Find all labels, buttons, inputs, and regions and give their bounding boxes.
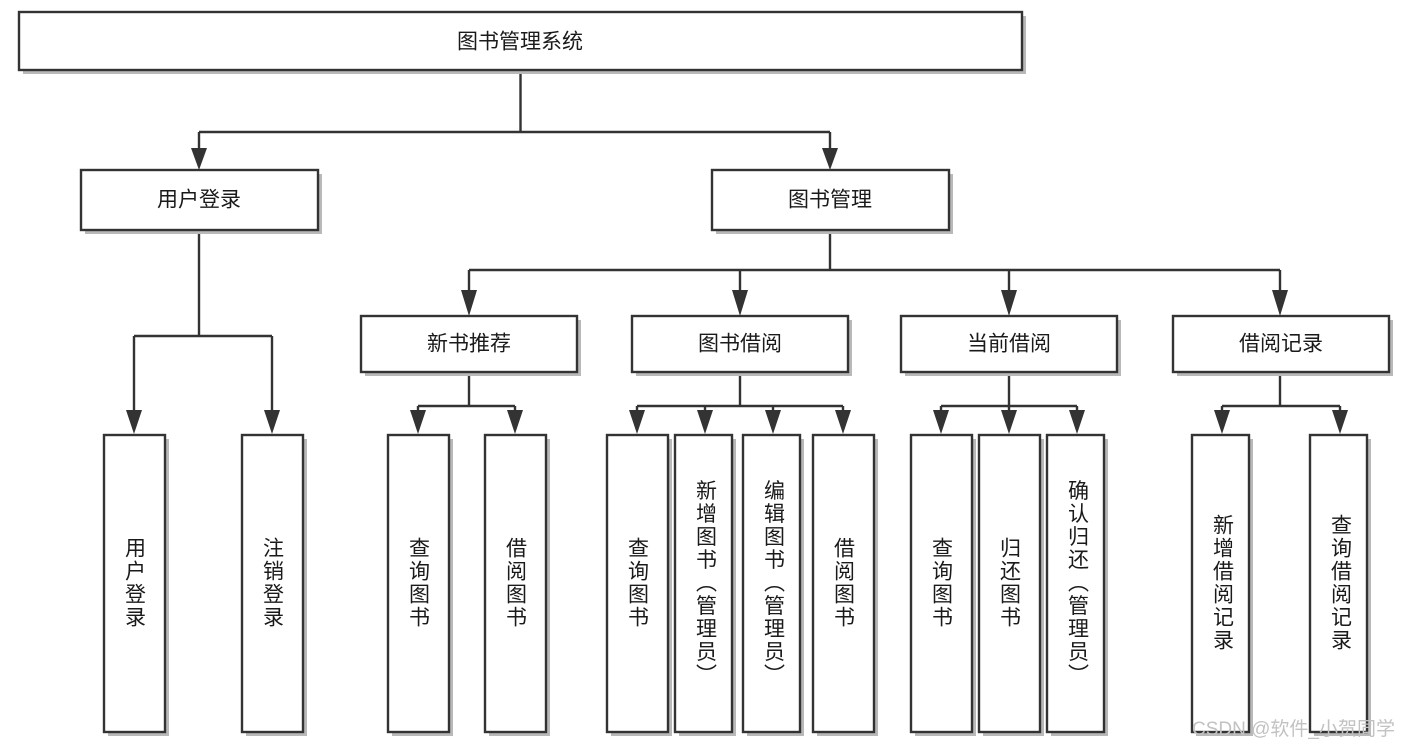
arrow-head-borrow-record <box>1272 290 1288 316</box>
arrow-head-leaf-query-book-2 <box>629 410 645 434</box>
node-leaf-user-login-label: 用户登录 <box>123 537 147 629</box>
node-leaf-query-book-1-box[interactable] <box>386 433 451 734</box>
node-leaf-return-book-label: 归还图书 <box>998 537 1022 629</box>
node-leaf-borrow-book-2-label: 借阅图书 <box>832 537 856 629</box>
node-user-login[interactable]: 用户登录 <box>79 168 322 234</box>
node-book-manage[interactable]: 图书管理 <box>710 168 953 234</box>
node-current-borrow[interactable]: 当前借阅 <box>899 314 1121 376</box>
node-leaf-borrow-book-1-label: 借阅图书 <box>504 537 528 629</box>
node-leaf-confirm-return[interactable]: 确认归还（管理员） <box>1045 433 1108 736</box>
node-new-book-rec-label: 新书推荐 <box>427 333 511 356</box>
node-user-login-box[interactable] <box>79 168 320 232</box>
node-root[interactable]: 图书管理系统 <box>17 10 1026 74</box>
arrow-head-leaf-add-record <box>1214 410 1230 434</box>
node-leaf-borrow-book-2-box[interactable] <box>811 433 876 734</box>
node-leaf-add-book[interactable]: 新增图书（管理员） <box>673 433 736 736</box>
arrow-head-leaf-confirm-return <box>1069 410 1085 434</box>
node-leaf-confirm-return-box[interactable] <box>1045 433 1106 734</box>
connector-layer <box>126 72 1348 434</box>
arrow-head-new-book-rec <box>461 290 477 316</box>
node-leaf-edit-book-label: 编辑图书（管理员） <box>762 480 786 687</box>
node-user-login-label: 用户登录 <box>157 189 241 212</box>
arrow-head-leaf-borrow-book-2 <box>835 410 851 434</box>
node-leaf-query-book-3-label: 查询图书 <box>930 537 954 629</box>
node-new-book-rec[interactable]: 新书推荐 <box>359 314 581 376</box>
watermark: CSDN @软件_小贺同学 <box>1192 719 1395 740</box>
node-borrow-record-label: 借阅记录 <box>1239 333 1323 356</box>
node-leaf-query-book-2-box[interactable] <box>605 433 670 734</box>
arrow-head-leaf-return-book <box>1001 410 1017 434</box>
node-leaf-add-record-label: 新增借阅记录 <box>1211 514 1235 652</box>
node-leaf-add-record-box[interactable] <box>1190 433 1251 734</box>
node-current-borrow-box[interactable] <box>899 314 1119 374</box>
node-book-borrow[interactable]: 图书借阅 <box>630 314 852 376</box>
node-root-label: 图书管理系统 <box>457 31 583 54</box>
node-root-box[interactable] <box>17 10 1024 72</box>
node-leaf-logout-login[interactable]: 注销登录 <box>240 433 307 736</box>
node-leaf-logout-login-label: 注销登录 <box>261 537 285 629</box>
arrow-head-leaf-logout-login <box>264 410 280 434</box>
node-leaf-query-book-1-label: 查询图书 <box>407 537 431 629</box>
node-leaf-query-book-3-box[interactable] <box>909 433 974 734</box>
node-book-borrow-box[interactable] <box>630 314 850 374</box>
node-leaf-query-book-2-label: 查询图书 <box>626 537 650 629</box>
node-leaf-query-book-3[interactable]: 查询图书 <box>909 433 976 736</box>
node-leaf-borrow-book-2[interactable]: 借阅图书 <box>811 433 878 736</box>
node-borrow-record[interactable]: 借阅记录 <box>1171 314 1393 376</box>
node-leaf-add-book-box[interactable] <box>673 433 734 734</box>
node-leaf-query-record-label: 查询借阅记录 <box>1329 514 1353 652</box>
node-leaf-add-book-label: 新增图书（管理员） <box>694 480 718 687</box>
node-leaf-return-book[interactable]: 归还图书 <box>977 433 1044 736</box>
node-leaf-query-book-1[interactable]: 查询图书 <box>386 433 453 736</box>
node-leaf-edit-book[interactable]: 编辑图书（管理员） <box>741 433 804 736</box>
arrow-head-leaf-user-login <box>126 410 142 434</box>
node-current-borrow-label: 当前借阅 <box>967 333 1051 356</box>
node-leaf-edit-book-box[interactable] <box>741 433 802 734</box>
node-leaf-user-login-box[interactable] <box>102 433 167 734</box>
node-leaf-borrow-book-1-box[interactable] <box>483 433 548 734</box>
node-borrow-record-box[interactable] <box>1171 314 1391 374</box>
node-leaf-user-login[interactable]: 用户登录 <box>102 433 169 736</box>
node-new-book-rec-box[interactable] <box>359 314 579 374</box>
node-leaf-query-record[interactable]: 查询借阅记录 <box>1308 433 1371 736</box>
node-leaf-confirm-return-label: 确认归还（管理员） <box>1066 480 1090 687</box>
arrow-head-leaf-query-record <box>1332 410 1348 434</box>
arrow-head-leaf-query-book-1 <box>410 410 426 434</box>
node-book-borrow-label: 图书借阅 <box>698 333 782 356</box>
node-book-manage-box[interactable] <box>710 168 951 232</box>
arrow-head-user-login <box>191 148 207 170</box>
arrow-head-leaf-borrow-book-1 <box>507 410 523 434</box>
arrow-head-current-borrow <box>1001 290 1017 316</box>
arrow-head-leaf-query-book-3 <box>933 410 949 434</box>
node-leaf-borrow-book-1[interactable]: 借阅图书 <box>483 433 550 736</box>
node-book-manage-label: 图书管理 <box>788 189 872 212</box>
node-leaf-return-book-box[interactable] <box>977 433 1042 734</box>
arrow-head-leaf-add-book <box>697 410 713 434</box>
node-leaf-query-book-2[interactable]: 查询图书 <box>605 433 672 736</box>
node-leaf-logout-login-box[interactable] <box>240 433 305 734</box>
node-leaf-query-record-box[interactable] <box>1308 433 1369 734</box>
arrow-head-book-borrow <box>732 290 748 316</box>
arrow-head-book-manage <box>822 148 838 170</box>
node-leaf-add-record[interactable]: 新增借阅记录 <box>1190 433 1253 736</box>
arrow-head-leaf-edit-book <box>765 410 781 434</box>
